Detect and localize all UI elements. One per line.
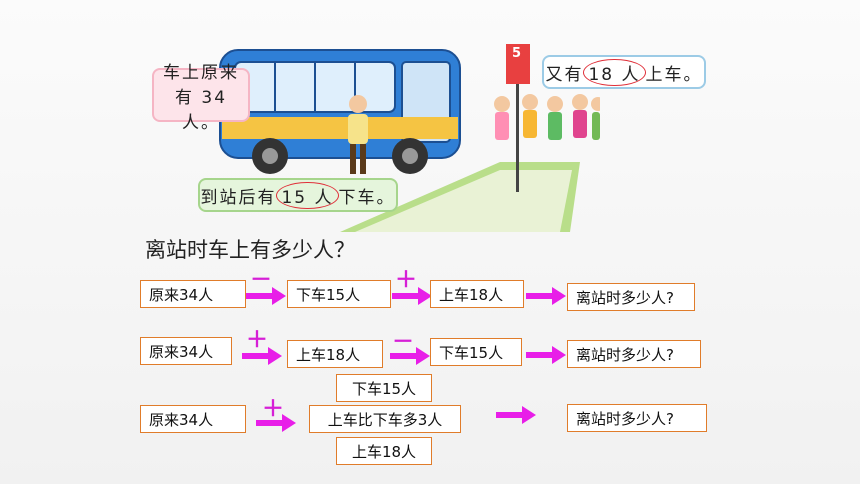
right-arrow-icon xyxy=(242,347,282,365)
row2-op2: － xyxy=(392,330,415,355)
bubble-bottom-num: 15 人 xyxy=(276,181,339,209)
bubble-board-count: 又有 18 人 上车。 xyxy=(542,55,706,89)
right-arrow-icon xyxy=(526,346,566,364)
row2-mid1-box: 上车18人 xyxy=(287,340,383,368)
row2-result-box: 离站时多少人? xyxy=(567,340,701,368)
bus-stop-number: 5 xyxy=(512,46,522,61)
right-arrow-icon xyxy=(390,347,430,365)
row2-op1: ＋ xyxy=(246,328,269,353)
bus-stop-sign xyxy=(506,44,530,84)
bubble-left-line1: 车上原来 xyxy=(163,62,239,83)
right-arrow-icon xyxy=(496,406,536,424)
bus-illustration xyxy=(219,44,600,232)
children-illustration xyxy=(494,94,600,140)
bubble-bottom-pre: 到站后有 xyxy=(200,187,277,208)
bus-stripe xyxy=(222,117,458,139)
bubble-right-pre: 又有 xyxy=(545,64,584,85)
row3-op1: ＋ xyxy=(262,397,285,422)
bubble-right-post: 上车。 xyxy=(645,64,703,85)
row1-mid1-box: 下车15人 xyxy=(287,280,391,308)
right-arrow-icon xyxy=(392,287,432,305)
row1-result-box: 离站时多少人? xyxy=(567,283,695,311)
bus-stop-pole xyxy=(516,62,519,192)
row2-start-box: 原来34人 xyxy=(140,337,232,365)
row1-op2: ＋ xyxy=(395,268,418,293)
bubble-bottom-post: 下车。 xyxy=(338,187,396,208)
illustration-scene: 5 车上原来 有 34 人。 又有 18 人 上车。 到站后有 15 人 下车。 xyxy=(140,22,706,232)
bubble-right-num: 18 人 xyxy=(583,58,646,86)
row2-mid2-box: 下车15人 xyxy=(430,338,522,366)
bubble-alight-count: 到站后有 15 人 下车。 xyxy=(198,178,398,212)
question-text: 离站时车上有多少人？ xyxy=(145,238,355,262)
row1-op1: － xyxy=(250,268,273,293)
row3-bottom-box: 上车18人 xyxy=(336,437,432,465)
right-arrow-icon xyxy=(246,287,286,305)
row3-start-box: 原来34人 xyxy=(140,405,246,433)
row3-result-box: 离站时多少人? xyxy=(567,404,707,432)
right-arrow-icon xyxy=(526,287,566,305)
girl-head xyxy=(349,95,367,113)
bubble-original-count: 车上原来 有 34 人。 xyxy=(152,63,250,133)
row1-start-box: 原来34人 xyxy=(140,280,246,308)
row3-mid-box: 上车比下车多3人 xyxy=(309,405,461,433)
bubble-left-line2: 有 34 人。 xyxy=(174,87,228,133)
right-arrow-icon xyxy=(256,414,296,432)
row3-top-box: 下车15人 xyxy=(336,374,432,402)
row1-mid2-box: 上车18人 xyxy=(430,280,524,308)
